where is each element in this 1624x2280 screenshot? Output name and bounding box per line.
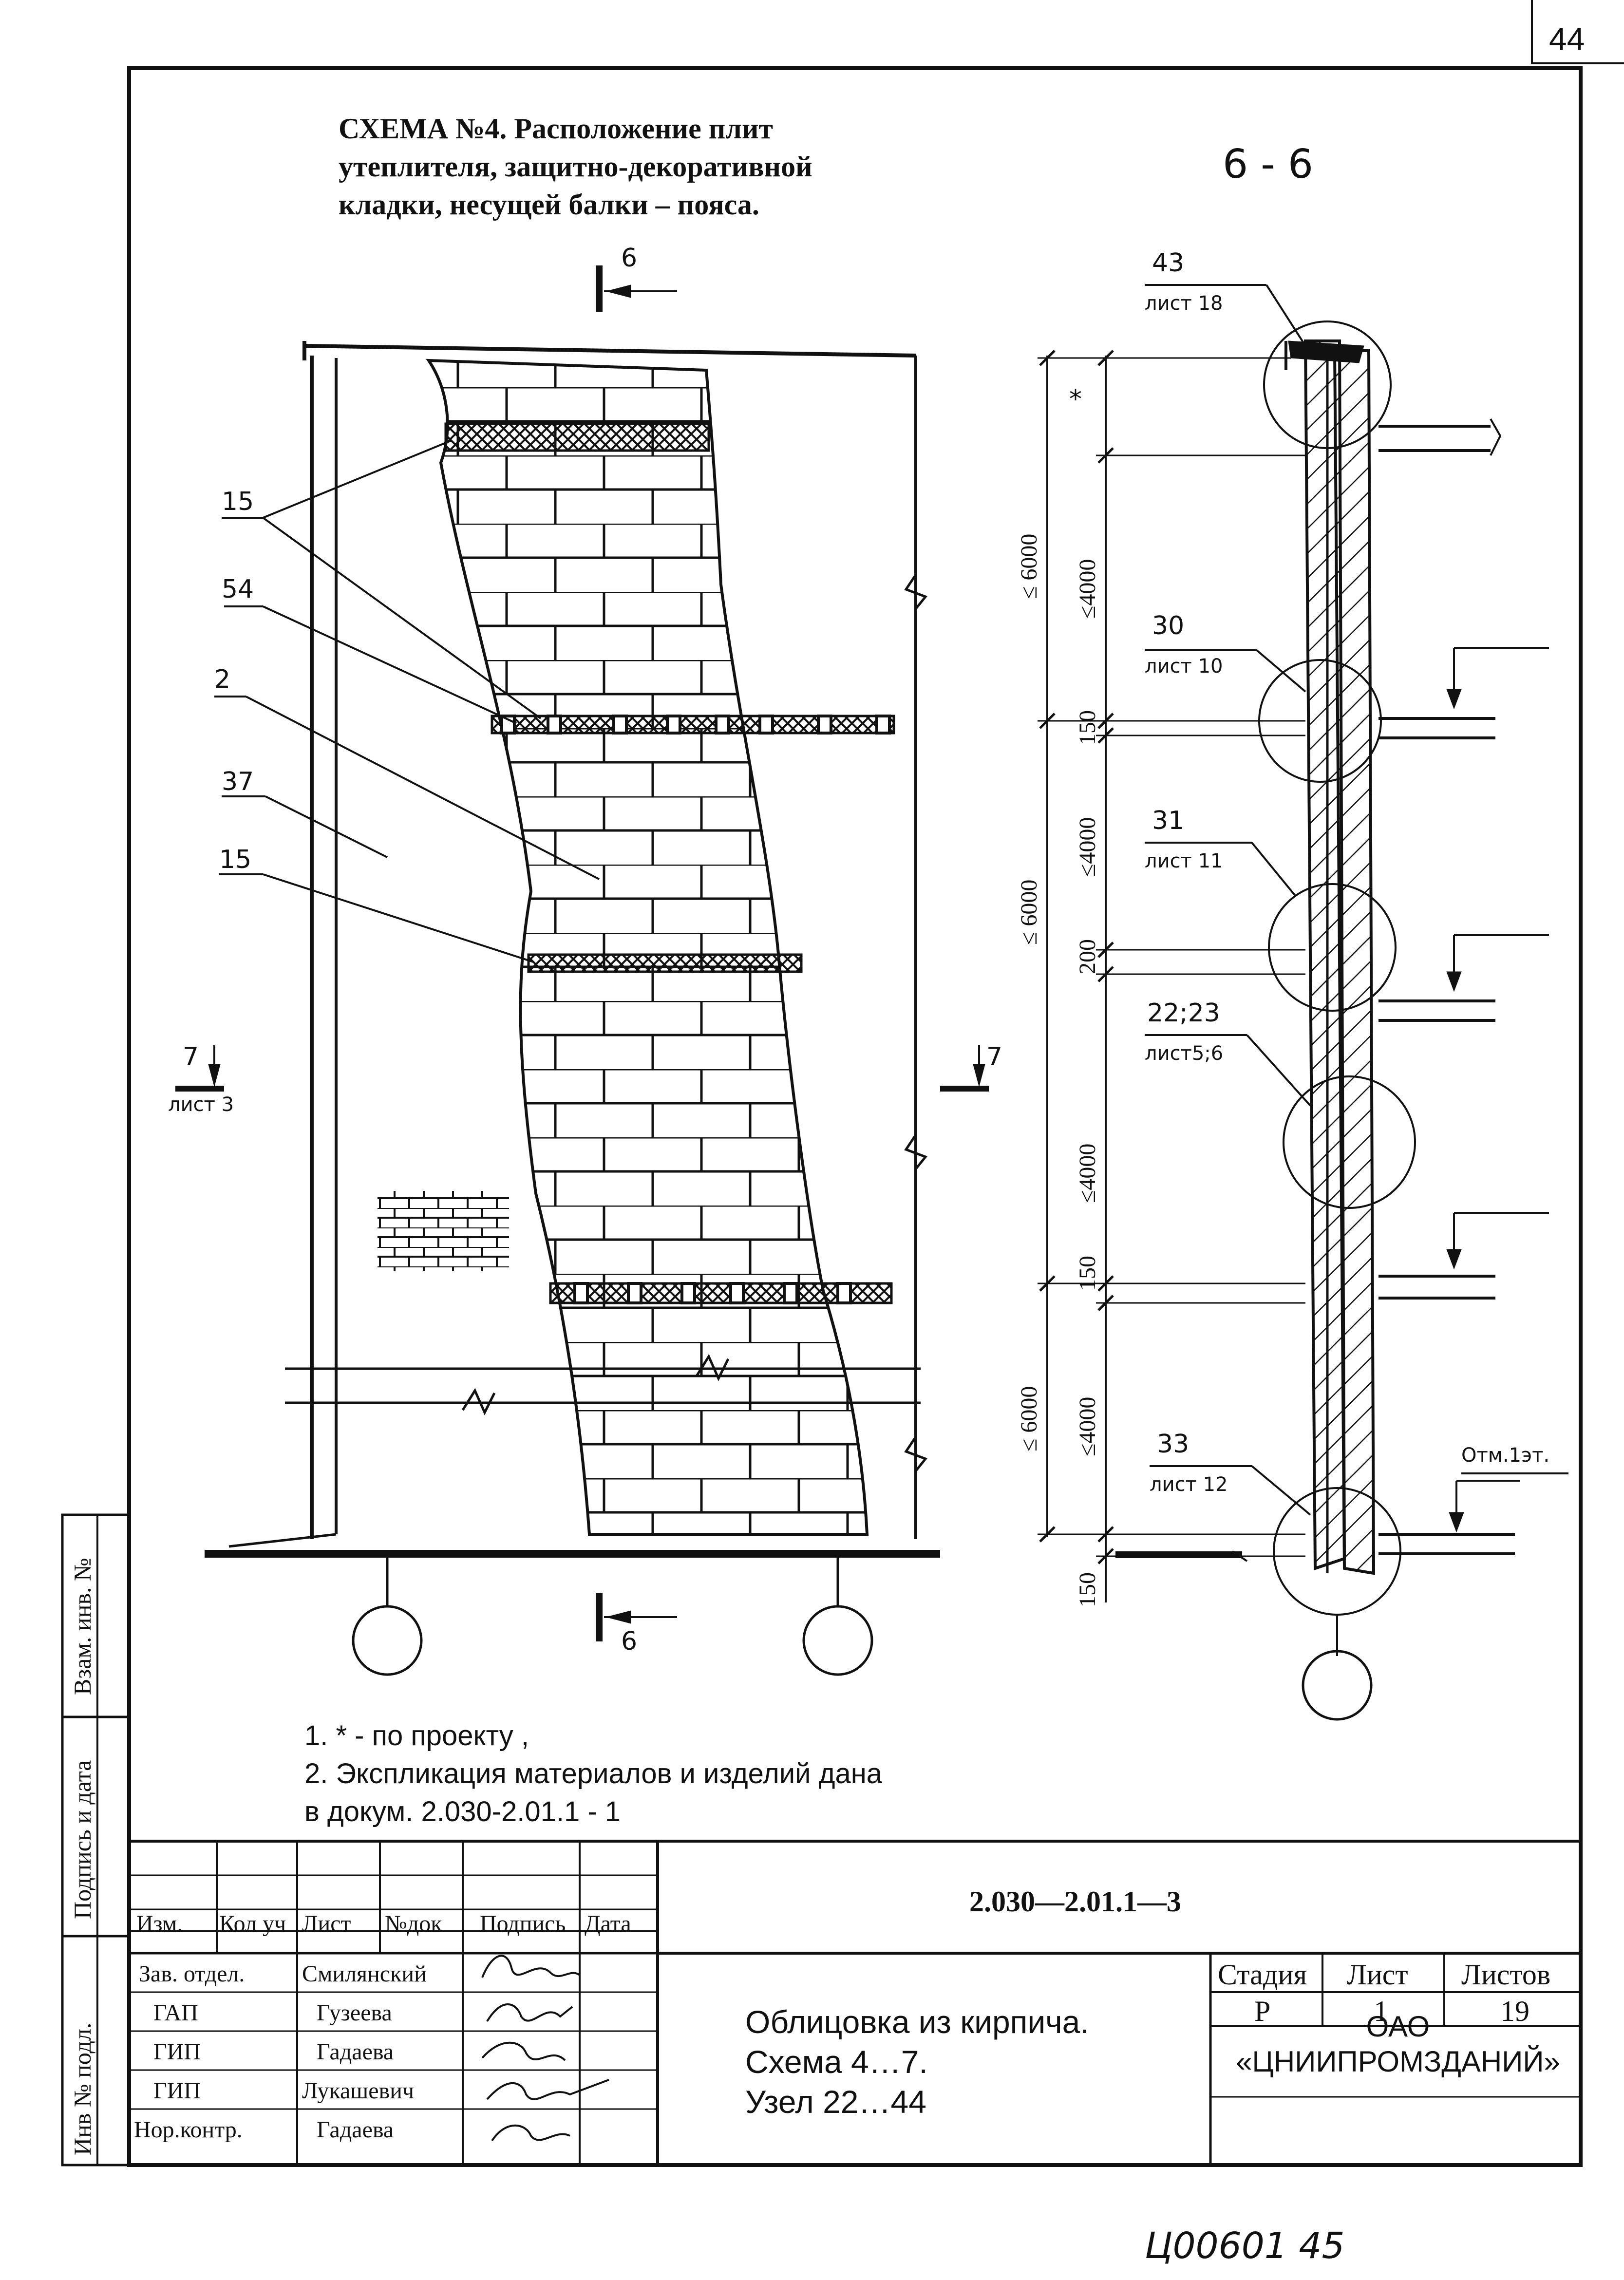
dim-200: 200 xyxy=(1075,939,1100,974)
elevation-leaders xyxy=(214,440,600,963)
section-view xyxy=(1038,284,1568,1721)
dim-le4000-upper: ≤4000 xyxy=(1075,559,1100,619)
dim-150-lower: 150 xyxy=(1075,1256,1100,1291)
brick-masonry xyxy=(426,358,869,1536)
org-line: «ЦНИИПРОМЗДАНИЙ» xyxy=(1236,2045,1560,2078)
staff-name: Гадаева xyxy=(317,2117,394,2143)
node-30-sheet: лист 10 xyxy=(1145,655,1223,678)
note-1: 1. * - по проекту , xyxy=(304,1720,529,1752)
archive-stamp: Ц00601 45 xyxy=(1145,2225,1345,2267)
dim-le4000-mid: ≤4000 xyxy=(1075,817,1100,877)
dim-le6000-mid: ≤ 6000 xyxy=(1016,879,1042,945)
side-label-sign: Подпись и дата xyxy=(69,1760,96,1919)
staff-role: Зав. отдел. xyxy=(139,1961,245,1987)
callout-15: 15 xyxy=(222,487,254,516)
rev-header-kol: Кол уч xyxy=(219,1911,286,1937)
description-line: Узел 22…44 xyxy=(745,2084,926,2120)
staff-role: ГИП xyxy=(153,2078,201,2104)
callout-37: 37 xyxy=(222,767,254,796)
floor-mark: Отм.1эт. xyxy=(1461,1444,1550,1467)
cut-mark-left: 7 xyxy=(183,1042,199,1072)
page-number: 44 xyxy=(1549,21,1585,57)
cut-mark-right: 7 xyxy=(986,1042,1003,1072)
staff-name: Гадаева xyxy=(317,2039,394,2065)
sheets-value: 19 xyxy=(1500,1995,1530,2027)
sheet-frame xyxy=(61,0,1624,2167)
callout-15-lower: 15 xyxy=(219,845,252,874)
org-line: ОАО xyxy=(1366,2010,1430,2043)
dim-le6000-upper: ≤ 6000 xyxy=(1016,533,1042,599)
title-line: кладки, несущей балки – пояса. xyxy=(339,188,759,221)
note-2: 2. Экспликация материалов и изделий дана xyxy=(304,1758,883,1790)
node-43: 43 xyxy=(1152,248,1185,278)
stage-header: Стадия xyxy=(1218,1959,1307,1991)
node-22-23: 22;23 xyxy=(1147,999,1220,1028)
notes: 1. * - по проекту , 2. Экспликация матер… xyxy=(304,1717,882,1831)
sheets-header: Листов xyxy=(1461,1959,1551,1991)
signatures xyxy=(481,1955,609,2142)
sheet-header: Лист xyxy=(1347,1959,1408,1991)
dim-le4000-bottom: ≤4000 xyxy=(1075,1396,1100,1456)
stage-value: Р xyxy=(1254,1995,1271,2027)
description-line: Облицовка из кирпича. xyxy=(745,2004,1089,2040)
cut-mark-top: 6 xyxy=(621,244,638,273)
side-label-orig: Инв № подл. xyxy=(69,2022,96,2155)
cut-mark-left-sheet: лист 3 xyxy=(168,1093,234,1116)
rev-header-list: Лист xyxy=(302,1911,351,1937)
rev-header-izm: Изм. xyxy=(136,1911,183,1937)
section-label: 6 - 6 xyxy=(1223,141,1314,188)
sheet-description: Облицовка из кирпича. Схема 4…7. Узел 22… xyxy=(745,2002,1089,2122)
node-30: 30 xyxy=(1152,611,1185,641)
dim-star: * xyxy=(1069,385,1082,414)
dim-le6000-bottom: ≤ 6000 xyxy=(1016,1386,1042,1451)
title-line: СХЕМА №4. Расположение плит xyxy=(339,113,774,145)
rev-header-date: Дата xyxy=(585,1911,631,1937)
node-43-sheet: лист 18 xyxy=(1145,292,1223,315)
title-block-grid xyxy=(129,1840,1581,2165)
staff-role: Нор.контр. xyxy=(134,2117,243,2143)
dim-150-bottom: 150 xyxy=(1075,1572,1100,1607)
organization: ОАО «ЦНИИПРОМЗДАНИЙ» xyxy=(1218,2009,1578,2079)
cut-mark-bottom: 6 xyxy=(621,1627,638,1656)
description-line: Схема 4…7. xyxy=(745,2044,928,2080)
staff-role: ГАП xyxy=(153,2000,198,2026)
scheme-title: СХЕМА №4. Расположение плит утеплителя, … xyxy=(339,110,947,224)
node-31: 31 xyxy=(1152,806,1185,835)
node-33-sheet: лист 12 xyxy=(1150,1473,1228,1496)
document-code: 2.030—2.01.1—3 xyxy=(969,1885,1181,1918)
note-2-cont: в докум. 2.030-2.01.1 - 1 xyxy=(304,1796,621,1828)
callout-54: 54 xyxy=(222,575,254,604)
staff-name: Лукашевич xyxy=(302,2078,415,2104)
staff-role: ГИП xyxy=(153,2039,201,2065)
dim-150-upper: 150 xyxy=(1075,710,1100,745)
cut-markers xyxy=(175,265,989,1641)
node-33: 33 xyxy=(1157,1430,1190,1459)
rev-header-sign: Подпись xyxy=(480,1911,566,1937)
dim-le4000-lower: ≤4000 xyxy=(1075,1143,1100,1203)
rev-header-ndok: №док xyxy=(385,1911,442,1937)
title-line: утеплителя, защитно-декоративной xyxy=(339,151,812,183)
staff-name: Смилянский xyxy=(302,1961,427,1987)
staff-name: Гузеева xyxy=(317,2000,392,2026)
node-31-sheet: лист 11 xyxy=(1145,850,1223,872)
sheet-value: 1 xyxy=(1374,1995,1388,2027)
brick-sample xyxy=(378,1191,509,1271)
node-22-23-sheet: лист5;6 xyxy=(1145,1042,1224,1065)
callout-2: 2 xyxy=(214,665,231,694)
side-label-inv: Взам. инв. № xyxy=(69,1558,96,1695)
